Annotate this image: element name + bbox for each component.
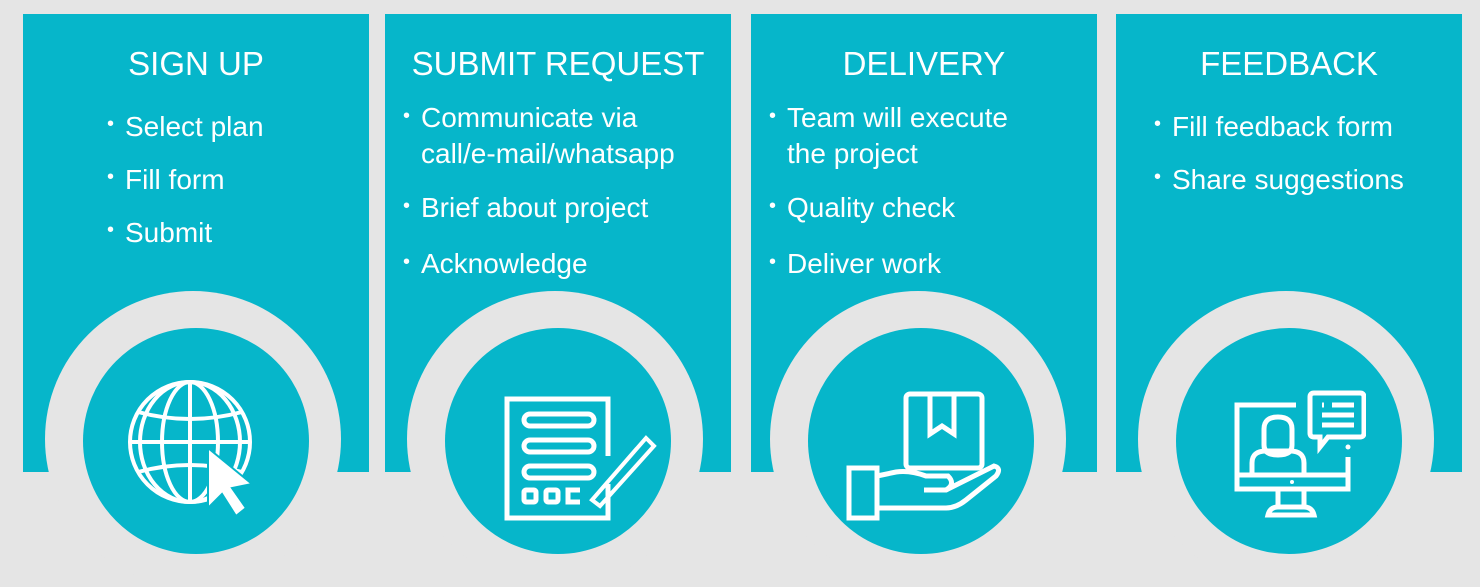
bullet-item: Communicate via call/e-mail/whatsapp [403,98,675,172]
icon-disc [808,328,1034,554]
bullet-item: Acknowledge [403,244,675,282]
bullet-item: Fill feedback form [1154,98,1404,153]
bullet-item: Deliver work [769,244,1008,282]
step-bullets: Select plan Fill form Submit [107,98,264,259]
step-submit-request: SUBMIT REQUEST Communicate via call/e-ma… [385,0,731,587]
globe-cursor-icon [128,380,278,520]
bullet-item: Fill form [107,151,264,206]
hand-package-icon [846,390,1006,522]
bullet-item: Select plan [107,98,264,153]
form-pen-icon [504,396,660,522]
bullet-item: Submit [107,204,264,259]
bullet-item: Share suggestions [1154,151,1404,206]
monitor-chat-icon [1234,389,1366,521]
step-title: DELIVERY [842,45,1006,82]
step-delivery: DELIVERY Team will execute the project Q… [751,0,1097,587]
bullet-item: Brief about project [403,188,675,226]
step-bullets: Fill feedback form Share suggestions [1154,98,1404,206]
step-bullets: Communicate via call/e-mail/whatsapp Bri… [403,98,675,282]
step-feedback: FEEDBACK Fill feedback form Share sugges… [1116,0,1462,587]
step-title: SUBMIT REQUEST [411,45,705,82]
step-bullets: Team will execute the project Quality ch… [769,98,1008,282]
bullet-item: Quality check [769,188,1008,226]
step-title: FEEDBACK [1200,45,1378,82]
step-title: SIGN UP [128,45,264,82]
bullet-item: Team will execute the project [769,98,1008,172]
step-sign-up: SIGN UP Select plan Fill form Submit [23,0,369,587]
